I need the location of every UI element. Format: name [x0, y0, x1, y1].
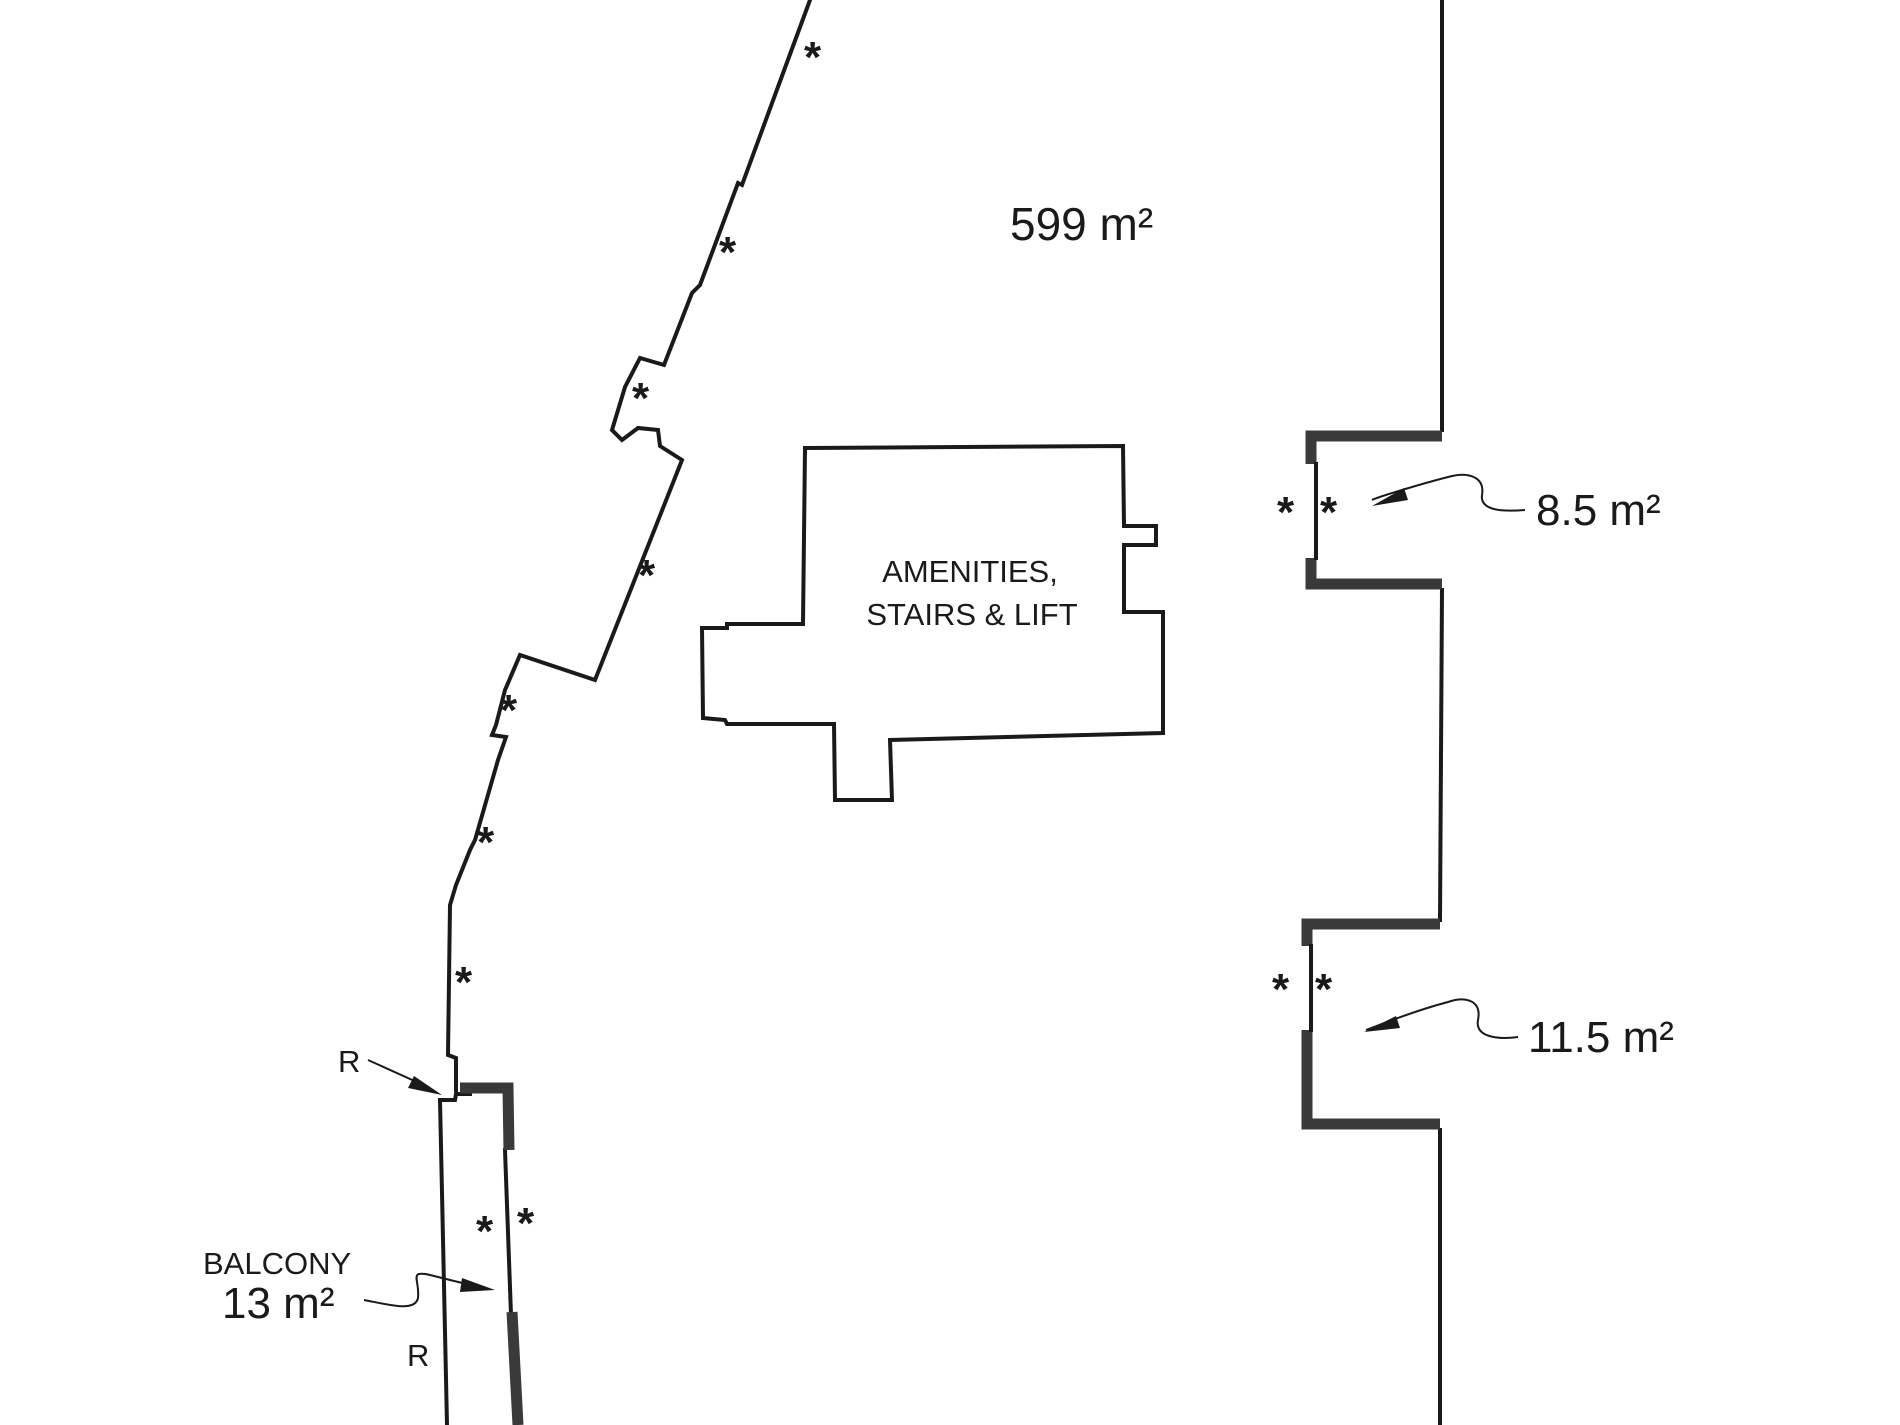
- asterisk-marker: *: [1320, 488, 1338, 537]
- asterisk-marker: *: [455, 958, 473, 1007]
- core-outline: [699, 443, 1165, 802]
- lower-bay-arrowhead: [1364, 1016, 1400, 1032]
- asterisk-marker: *: [477, 818, 495, 867]
- lower-bay-area-label: 11.5 m²: [1528, 1013, 1674, 1062]
- balcony-label: BALCONY: [203, 1246, 351, 1281]
- asterisk-marker: *: [517, 1199, 535, 1248]
- upper-bay-heavy-wall-bottom: [1305, 558, 1442, 590]
- r-marker-upper: R: [338, 1044, 360, 1079]
- left-facade-wall: [445, 0, 813, 1092]
- upper-bay-area-label: 8.5 m²: [1536, 486, 1661, 535]
- upper-bay-heavy-wall-top: [1305, 430, 1442, 464]
- lower-bay-leader-line: [1365, 998, 1519, 1039]
- lower-bay-heavy-wall-top: [1301, 918, 1440, 946]
- asterisk-marker: *: [500, 686, 518, 735]
- asterisk-marker: *: [632, 374, 650, 423]
- core-label-line-2: STAIRS & LIFT: [866, 597, 1077, 632]
- balcony-heavy-wall-top: [460, 1082, 515, 1151]
- asterisk-marker: *: [1315, 965, 1333, 1014]
- right-outer-wall: [1437, 0, 1445, 1425]
- balcony-area-label: 13 m²: [222, 1279, 334, 1328]
- lower-bay-heavy-wall-bottom: [1301, 1030, 1440, 1130]
- asterisk-marker: *: [1277, 488, 1295, 537]
- core-label-line-1: AMENITIES,: [882, 554, 1058, 589]
- main-area-label: 599 m²: [1010, 198, 1153, 250]
- upper-bay-leader-line: [1371, 473, 1526, 512]
- balcony-leader-line: [363, 1272, 481, 1308]
- upper-bay-arrowhead: [1372, 488, 1408, 506]
- balcony-heavy-wall-bottom: [506, 1311, 524, 1425]
- r-marker-lower: R: [407, 1338, 429, 1373]
- balcony-arrowhead: [460, 1278, 495, 1292]
- asterisk-marker: *: [476, 1207, 494, 1256]
- r-marker-arrowhead: [408, 1076, 442, 1095]
- asterisk-marker: *: [804, 33, 822, 82]
- asterisk-marker: *: [719, 228, 737, 277]
- asterisk-marker: *: [1272, 965, 1290, 1014]
- balcony-outer-wall: [437, 1092, 472, 1425]
- asterisk-marker: *: [638, 551, 656, 600]
